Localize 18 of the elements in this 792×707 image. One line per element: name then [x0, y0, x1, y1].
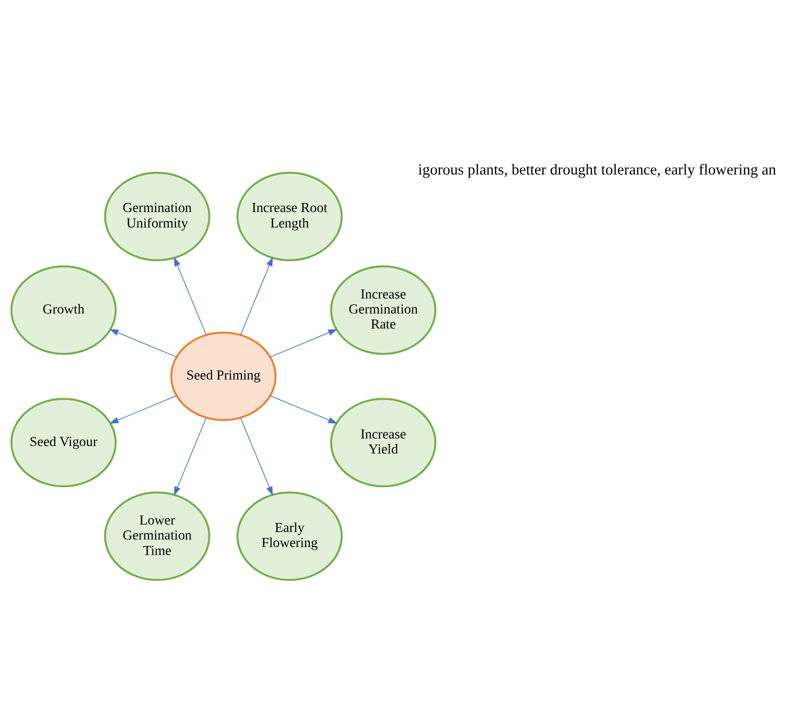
arrow	[174, 417, 207, 496]
node-ellipse: Lower Germination Time	[104, 491, 210, 581]
arrow	[270, 329, 338, 358]
label: igorous plants, better drought tolerance, early flowering an	[418, 162, 776, 179]
arrow	[109, 329, 177, 358]
node-ellipse: Early Flowering	[236, 491, 343, 581]
arrow	[240, 256, 273, 336]
node-ellipse: Increase Root Length	[236, 172, 343, 262]
arrow	[270, 395, 338, 424]
node-ellipse: Growth	[10, 265, 117, 355]
node-ellipse: Increase Yield	[330, 398, 436, 488]
node-ellipse: Germination Uniformity	[104, 172, 210, 262]
arrow	[240, 417, 273, 496]
node-ellipse: Increase Germination Rate	[330, 265, 436, 355]
node-ellipse: Seed Priming	[170, 332, 276, 422]
arrow	[109, 395, 177, 424]
node-ellipse: Seed Vigour	[10, 398, 117, 488]
arrow	[174, 256, 207, 336]
